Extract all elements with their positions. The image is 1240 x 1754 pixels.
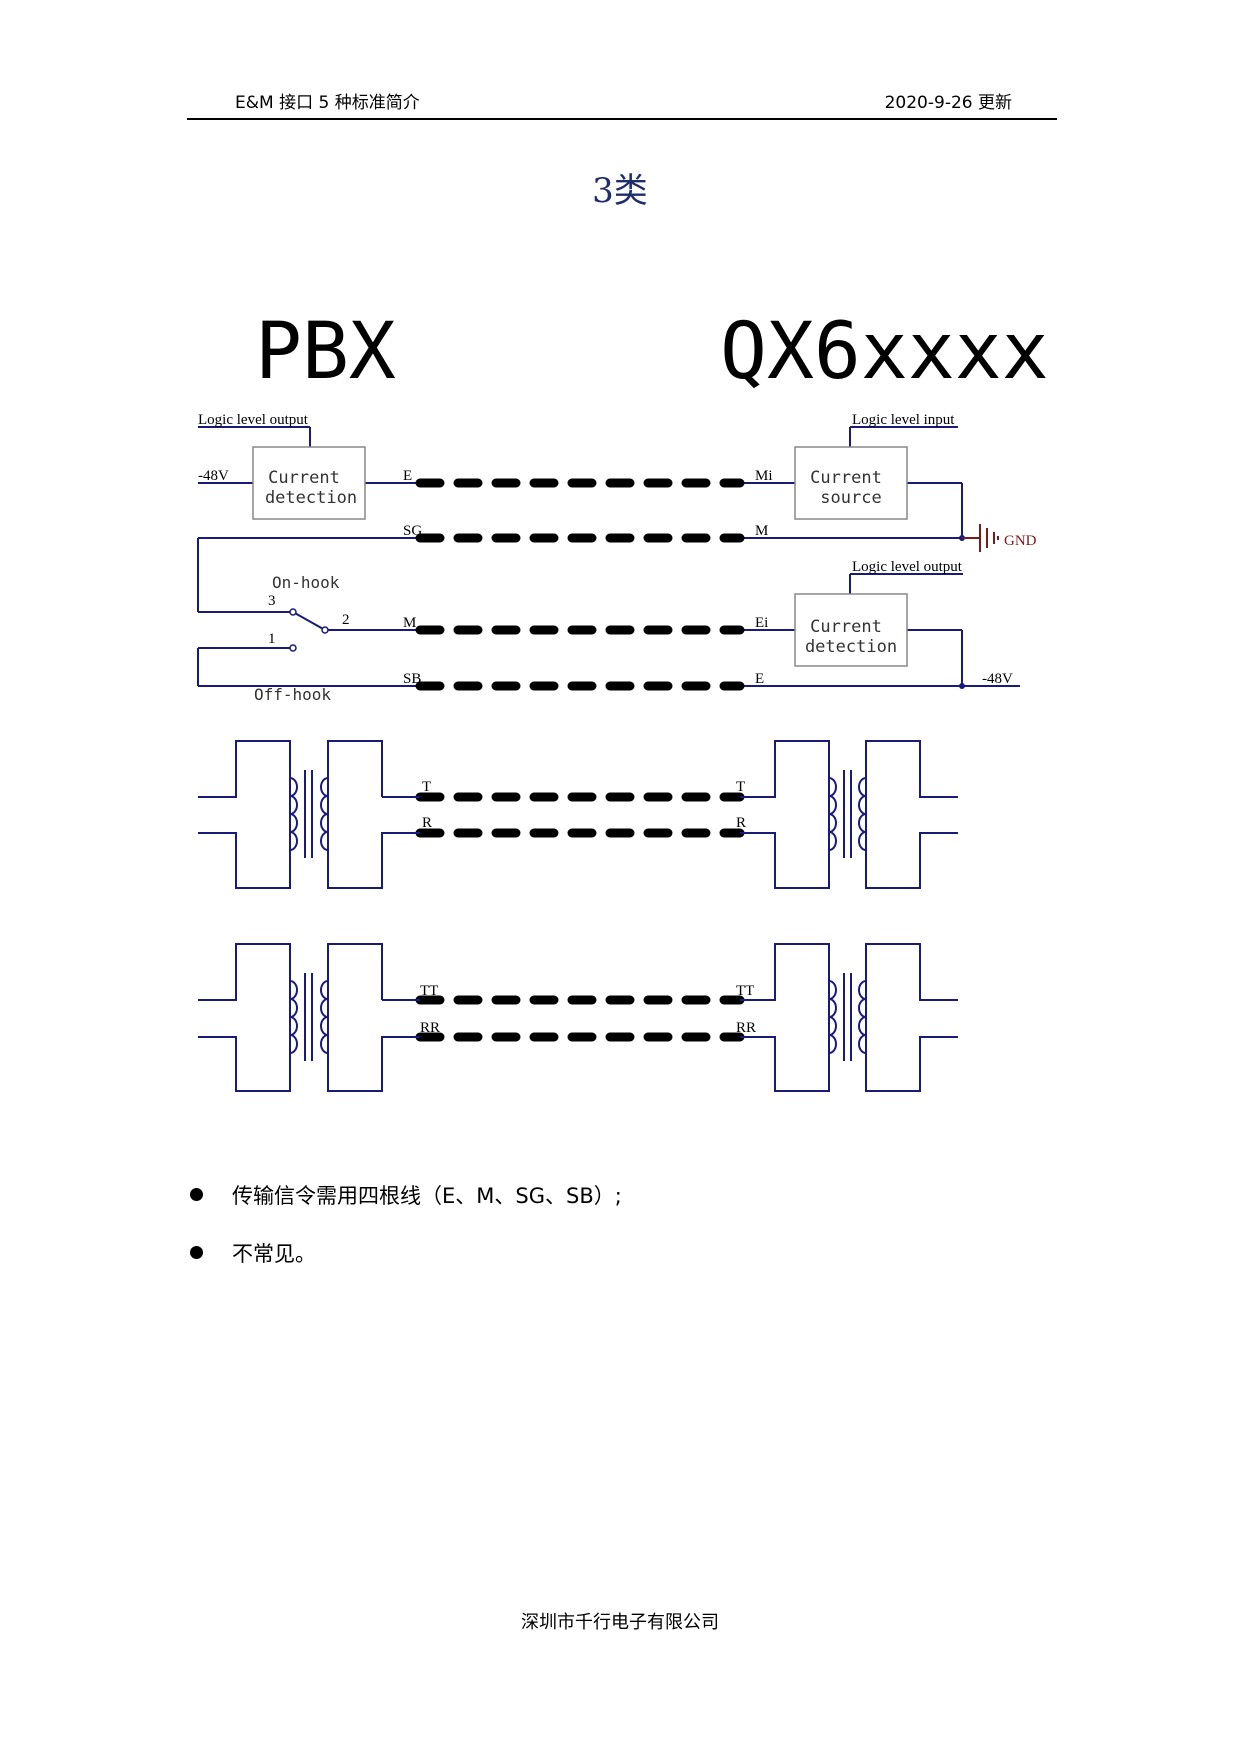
cd-left-line1: Current xyxy=(268,468,340,488)
footer-company: 深圳市千行电子有限公司 xyxy=(521,1612,719,1633)
cs-right-line1: Current xyxy=(810,468,882,488)
right-device-name: QX6xxxx xyxy=(720,307,1049,397)
on-hook-label: On-hook xyxy=(272,573,340,592)
label-T-left: T xyxy=(422,779,431,795)
cables xyxy=(415,478,745,1042)
header-rule xyxy=(187,118,1057,120)
bullet-text: 传输信令需用四根线（E、M、SG、SB）; xyxy=(232,1184,622,1208)
label-Mi-right: Mi xyxy=(755,468,773,484)
cd-left-line2: detection xyxy=(265,488,357,508)
neg48-right: -48V xyxy=(982,671,1013,687)
label-M-left: M xyxy=(403,615,416,631)
label-E-left: E xyxy=(403,468,412,484)
label-Ei-right: Ei xyxy=(755,615,768,631)
logic-in-right: Logic level input xyxy=(852,412,955,428)
label-RR-right: RR xyxy=(736,1020,756,1036)
label-E-right: E xyxy=(755,671,764,687)
left-device-name: PBX xyxy=(255,307,396,397)
label-TT-left: TT xyxy=(420,983,438,999)
label-R-right: R xyxy=(736,815,746,831)
label-T-right: T xyxy=(736,779,745,795)
label-RR-left: RR xyxy=(420,1020,440,1036)
transformer-right-2 xyxy=(740,943,958,1092)
bullet-text: 不常见。 xyxy=(232,1242,316,1266)
label-R-left: R xyxy=(422,815,432,831)
switch-1-label: 1 xyxy=(268,631,276,647)
right-current-detection-box xyxy=(794,593,908,667)
header-left-title: E&M 接口 5 种标准简介 xyxy=(235,93,420,113)
logic-out-left: Logic level output xyxy=(198,412,309,428)
right-current-source-box xyxy=(794,446,908,520)
transformer-right-1 xyxy=(740,740,958,889)
off-hook-label: Off-hook xyxy=(254,685,331,704)
bullet-dot-icon xyxy=(190,1188,203,1201)
cd-right-line2: detection xyxy=(805,637,897,657)
left-current-detection-box xyxy=(252,446,366,520)
logic-out-right: Logic level output xyxy=(852,559,963,575)
page-title: 3类 xyxy=(592,171,648,211)
switch-3-label: 3 xyxy=(268,593,276,609)
label-TT-right: TT xyxy=(736,983,754,999)
cs-right-line2: source xyxy=(820,488,881,508)
gnd-icon xyxy=(962,524,999,552)
cd-right-line1: Current xyxy=(810,617,882,637)
bullet-dot-icon xyxy=(190,1246,203,1259)
neg48-left: -48V xyxy=(198,468,229,484)
label-M-right: M xyxy=(755,523,768,539)
gnd-label: GND xyxy=(1004,533,1037,549)
header-date: 2020-9-26 更新 xyxy=(884,93,1012,113)
switch-terminals xyxy=(289,608,329,652)
transformer-left-2 xyxy=(198,943,420,1092)
transformer-left-1 xyxy=(198,740,420,889)
wiring xyxy=(197,426,1020,687)
switch-2-label: 2 xyxy=(342,612,350,628)
